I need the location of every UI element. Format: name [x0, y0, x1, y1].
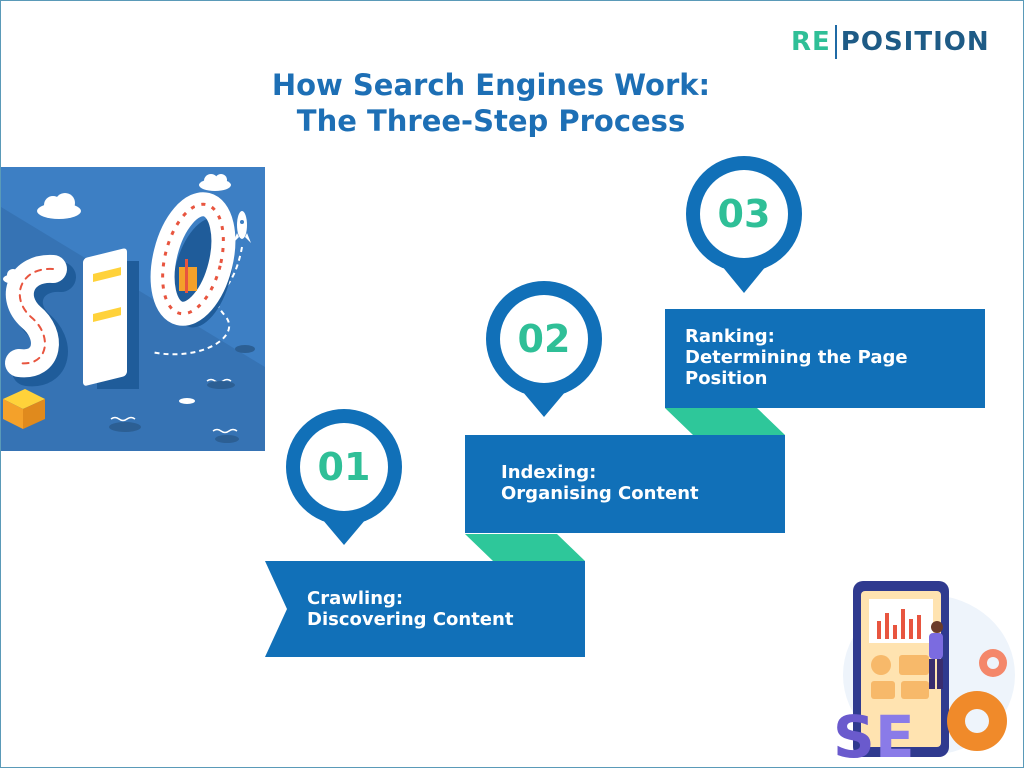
reposition-logo: RE POSITION: [791, 25, 990, 59]
svg-text:S: S: [833, 703, 875, 765]
seo-letters: S E: [833, 703, 915, 765]
gear-icon: [947, 691, 1007, 751]
step-2-pin-marker: [486, 281, 602, 417]
person-icon: [929, 621, 943, 689]
seo-isometric-illustration: [1, 167, 265, 451]
step-1-number: 01: [317, 445, 371, 489]
stone-icon: [109, 345, 255, 443]
step-1-banner: [265, 561, 585, 657]
step-1-label-desc: Discovering Content: [307, 609, 514, 630]
gear-icon: [979, 649, 1007, 677]
step-1-pin-marker: [286, 409, 402, 545]
step-3-label-desc: Determining the Page: [685, 347, 908, 368]
connector-ribbon-2-3: [665, 408, 785, 435]
step-3-label-title: Ranking:: [685, 326, 775, 347]
cloud-icon: [37, 193, 81, 219]
page-title: How Search Engines Work: The Three-Step …: [181, 67, 801, 139]
connector-ribbon-1-2: [465, 534, 585, 561]
step-1-label: Crawling: Discovering Content: [307, 588, 513, 630]
logo-divider: [834, 25, 837, 59]
box-icon: [3, 389, 45, 429]
step-3-number: 03: [717, 192, 771, 236]
bar-chart-icon: [869, 599, 933, 643]
step-3-label: Ranking: Determining the Page Position: [685, 326, 908, 389]
step-3-banner: [665, 309, 985, 408]
title-line-2: The Three-Step Process: [296, 104, 686, 138]
seo-phone-gear-illustration: S E: [833, 581, 1015, 765]
logo-text-re: RE: [791, 27, 831, 57]
step-2-label-title: Indexing:: [501, 462, 597, 483]
step-2-label-desc: Organising Content: [501, 483, 699, 504]
step-1-label-title: Crawling:: [307, 588, 404, 609]
title-line-1: How Search Engines Work:: [271, 68, 711, 102]
step-2-label: Indexing: Organising Content: [501, 462, 699, 504]
cloud-icon: [199, 174, 231, 191]
seo-3d-letters: [5, 192, 236, 389]
logo-text-position: POSITION: [840, 27, 990, 57]
svg-text:E: E: [875, 703, 915, 765]
step-2-number: 02: [517, 317, 571, 361]
worker-icon: [194, 200, 200, 215]
crane-icon: [179, 259, 197, 293]
screen-tiles: [871, 655, 929, 699]
step-2-banner: [465, 435, 785, 533]
step-3-pin-marker: [686, 156, 802, 293]
boat-icon: [179, 398, 195, 404]
step-3-label-desc-cont: Position: [685, 368, 768, 389]
